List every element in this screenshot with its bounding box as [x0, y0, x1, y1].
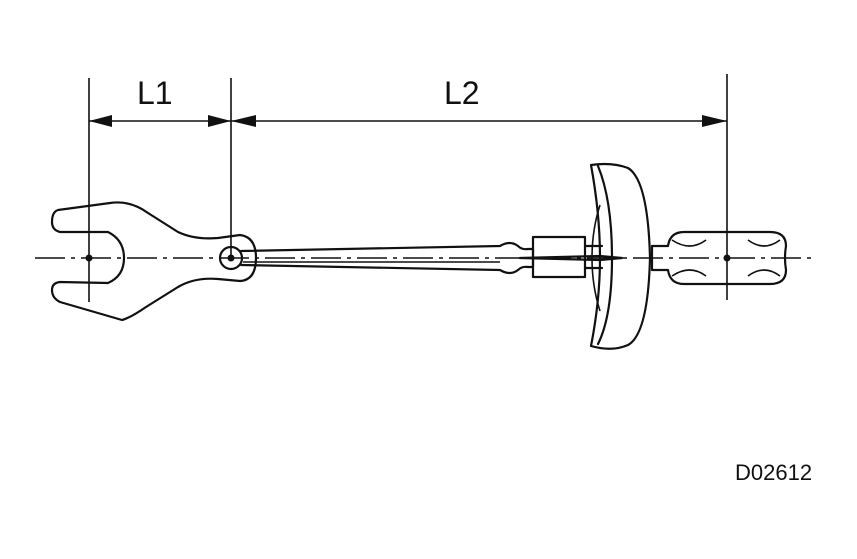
arrowhead-l1-left: [89, 115, 112, 127]
figure-code: D02612: [735, 460, 812, 485]
pivot-socket-ring: [218, 245, 244, 271]
wrench-center-point: [85, 254, 93, 262]
pointer-needle: [518, 254, 624, 262]
label-l2: L2: [444, 75, 480, 111]
label-l1: L1: [137, 75, 173, 111]
dimension-line-l2: [231, 115, 727, 127]
pivot-point: [227, 254, 235, 262]
arrowhead-l2-left: [231, 115, 256, 127]
arrowhead-l1-right: [208, 115, 231, 127]
dimension-line-l1: [89, 115, 231, 127]
extension-lines: [88, 74, 728, 302]
scale-dial-plate: [589, 162, 652, 350]
handle-center-point: [723, 254, 731, 262]
open-end-wrench-adapter: [50, 201, 258, 322]
wrench-handle: [650, 230, 788, 286]
arrowhead-l2-right: [702, 115, 727, 127]
